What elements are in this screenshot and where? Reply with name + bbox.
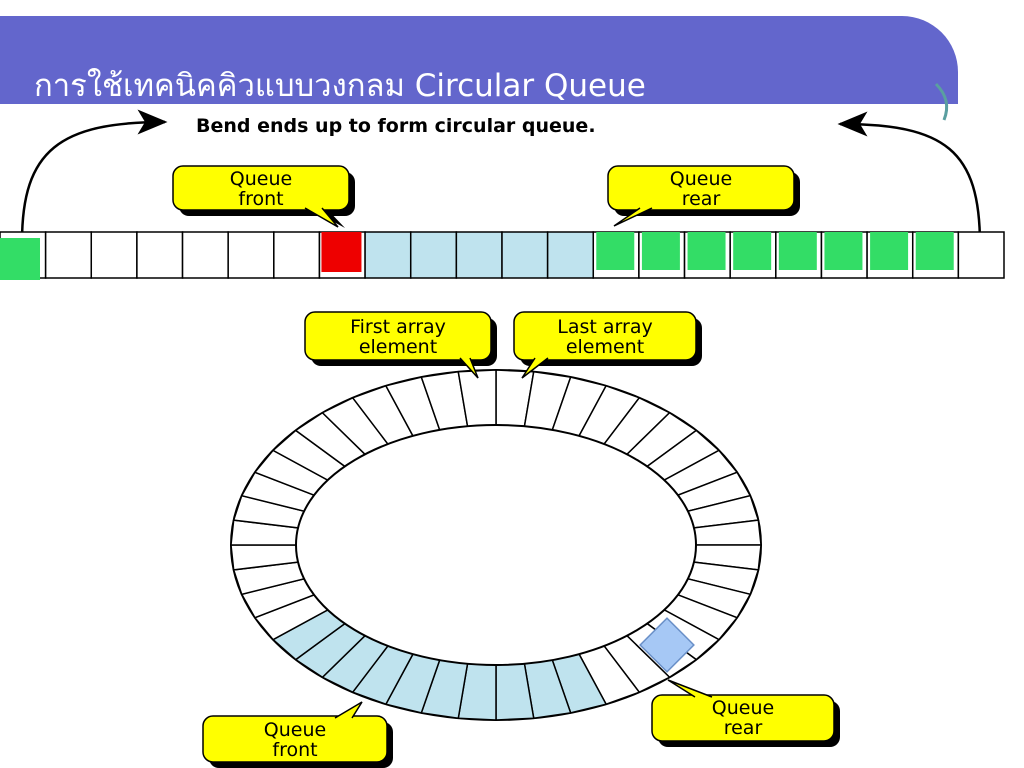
bend-caption: Bend ends up to form circular queue. xyxy=(196,115,596,137)
callout-label-line1: Last array xyxy=(557,316,652,338)
array-cell xyxy=(273,231,321,279)
callout-label-line2: front xyxy=(272,739,317,761)
decorative-arc xyxy=(934,82,949,121)
array-cell xyxy=(181,231,229,279)
linear-array xyxy=(0,231,1005,280)
green-marker xyxy=(687,232,726,270)
circular-ring xyxy=(230,369,762,721)
array-cell xyxy=(136,231,184,279)
callout-label-line2: front xyxy=(238,188,283,210)
green-marker xyxy=(733,232,772,270)
callout-queue-rear-top: Queue rear xyxy=(607,165,800,227)
callout-label-line2: rear xyxy=(682,188,721,210)
array-cell xyxy=(409,231,458,279)
green-marker xyxy=(0,238,40,280)
array-cell xyxy=(546,231,595,279)
bend-arrow-right xyxy=(837,111,982,246)
page-title: การใช้เทคนิคคิวแบบวงกลม Circular Queue xyxy=(34,68,646,104)
ring-rear-marker xyxy=(639,617,695,673)
green-marker xyxy=(870,232,909,270)
array-cell xyxy=(364,231,412,279)
array-cell xyxy=(501,231,549,279)
callout-label-line1: Queue xyxy=(712,697,774,719)
callout-label-line1: First array xyxy=(350,316,446,338)
callout-queue-front-bottom: Queue front xyxy=(202,701,393,768)
green-marker xyxy=(778,232,817,270)
array-cell xyxy=(44,231,93,279)
front-marker xyxy=(321,232,362,272)
ring-inner-edge xyxy=(295,424,697,666)
green-marker xyxy=(596,232,635,270)
array-cell xyxy=(957,231,1005,279)
callout-label-line1: Queue xyxy=(230,168,292,190)
callout-queue-front-top: Queue front xyxy=(172,165,355,228)
array-cell xyxy=(455,231,503,279)
callout-label-line2: rear xyxy=(724,717,763,739)
callout-label-line2: element xyxy=(566,336,644,358)
green-marker xyxy=(824,232,863,270)
bend-arrow-left xyxy=(20,109,168,243)
green-marker xyxy=(641,232,680,270)
title-banner xyxy=(0,16,958,104)
callout-label-line1: Queue xyxy=(264,719,326,741)
callout-last-array-element: Last array element xyxy=(513,311,702,379)
callout-first-array-element: First array element xyxy=(304,311,497,379)
array-cell xyxy=(227,231,275,279)
callout-queue-rear-bottom: Queue rear xyxy=(651,679,840,747)
green-marker xyxy=(915,232,954,270)
callout-label-line2: element xyxy=(359,336,437,358)
array-cell xyxy=(90,231,138,279)
callout-label-line1: Queue xyxy=(670,168,732,190)
